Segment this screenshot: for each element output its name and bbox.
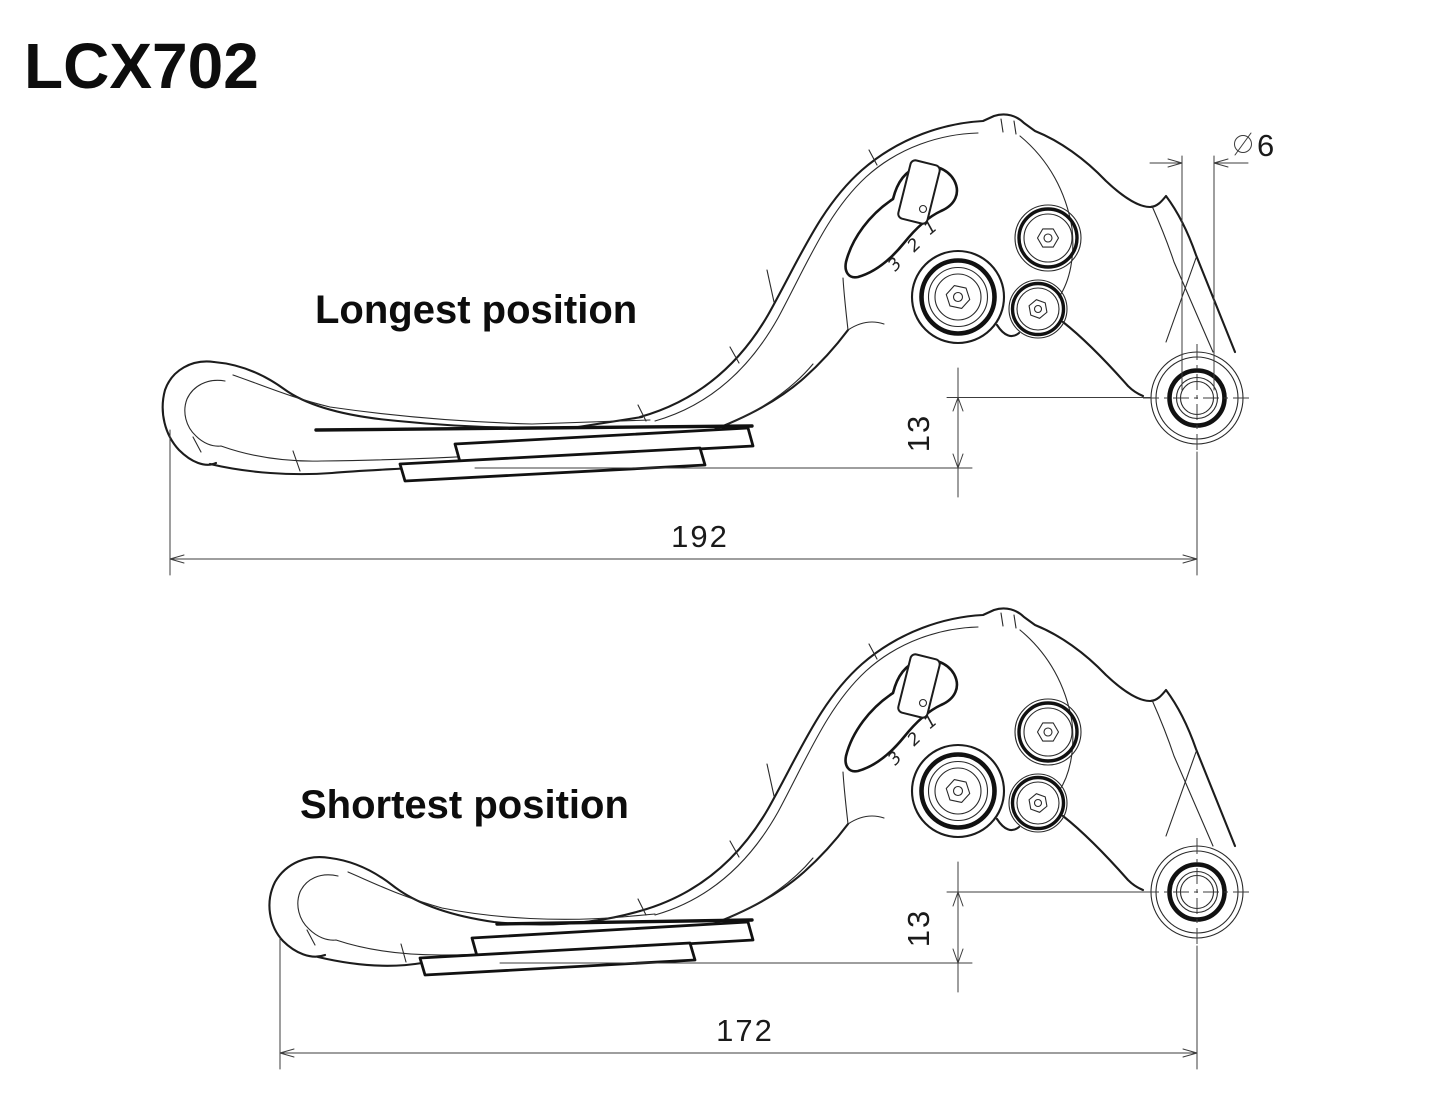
arrow-right [1182, 554, 1198, 564]
blade-edge-strip [418, 941, 697, 977]
lever-blade-shortest [268, 856, 755, 977]
arrow-in-right [1213, 158, 1229, 168]
dimension-pivot-bore-d6: 6 [1149, 128, 1276, 391]
arrow-right [1182, 1048, 1198, 1058]
dimension-overall-length-172: 172 [279, 937, 1198, 1070]
arrow-up [952, 891, 964, 907]
pivot-bore-value: 6 [1257, 128, 1276, 163]
lever-blade-longest [161, 360, 755, 483]
diameter-symbol [1234, 132, 1252, 156]
arrow-up [952, 397, 964, 412]
overall-length-value: 172 [716, 1013, 774, 1048]
arrow-in-left [1167, 158, 1183, 168]
view-label-longest: Longest position [315, 288, 637, 332]
dimension-overall-length-192: 192 [169, 429, 1198, 576]
blade-edge-strip [470, 920, 755, 958]
view-label-shortest: Shortest position [300, 783, 629, 827]
page-title: LCX702 [24, 30, 259, 102]
arrow-left [169, 554, 185, 564]
blade-edge-strip [453, 426, 755, 464]
dimension-pivot-offset-13: 13 [474, 367, 1151, 498]
drawing-longest-position: Longest position 192 13 6 [161, 114, 1276, 576]
blade-edge-strip [398, 446, 707, 483]
arrow-down [952, 948, 964, 964]
pivot-offset-value: 13 [901, 909, 936, 947]
pivot-offset-value: 13 [901, 414, 936, 452]
arrow-down [952, 453, 964, 469]
overall-length-value: 192 [671, 519, 729, 554]
drawing-shortest-position: Shortest position 172 13 [268, 608, 1251, 1070]
arrow-left [279, 1048, 295, 1058]
dimension-pivot-offset-13: 13 [499, 861, 1151, 993]
